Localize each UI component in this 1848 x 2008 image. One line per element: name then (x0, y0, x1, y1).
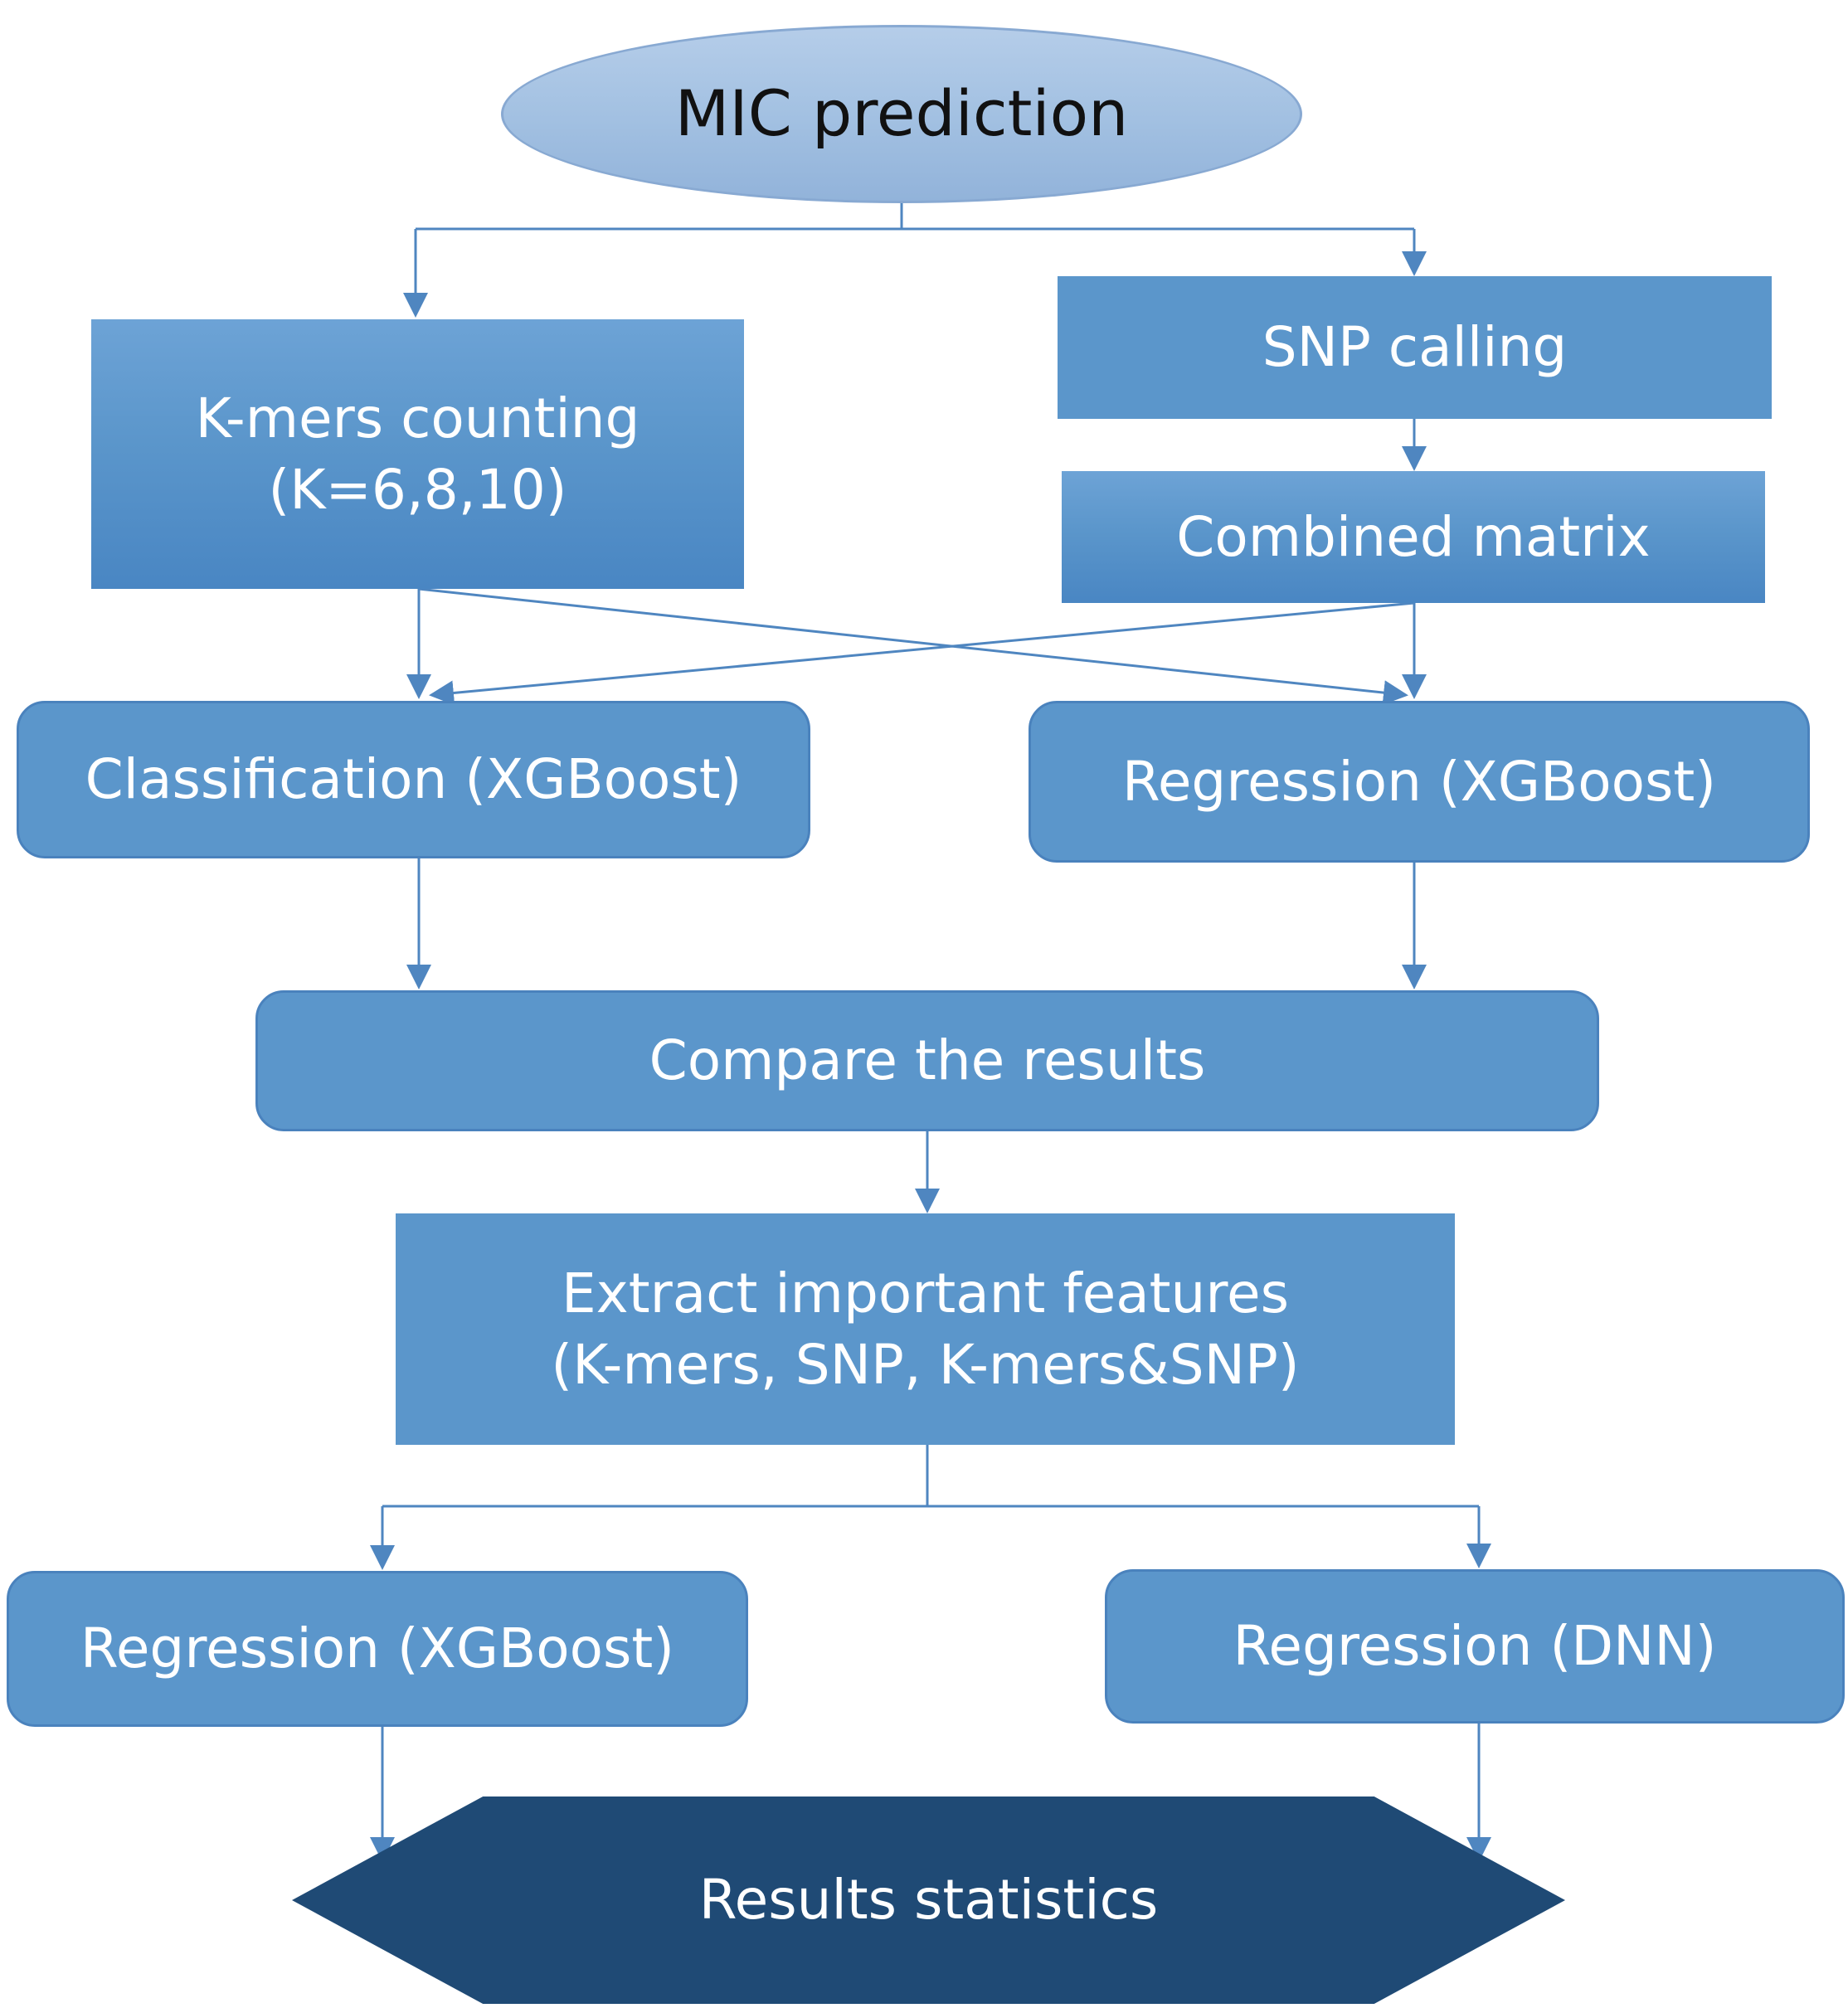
connector-mic-split (416, 203, 1414, 231)
snp-calling-node: SNP calling (1058, 276, 1772, 419)
classification-node: Classification (XGBoost) (17, 701, 810, 858)
regression-xgboost-bottom-node: Regression (XGBoost) (7, 1571, 748, 1727)
snp-calling-label: SNP calling (1262, 315, 1568, 380)
combined-matrix-label: Combined matrix (1176, 504, 1651, 569)
regression-dnn-label: Regression (DNN) (1233, 1614, 1717, 1679)
extract-features-node: Extract important features (K-mers, SNP,… (396, 1213, 1455, 1445)
kmers-counting-label: K-mers counting (195, 386, 640, 450)
classification-label: Classification (XGBoost) (85, 747, 742, 812)
results-statistics-node: Results statistics (292, 1797, 1565, 2004)
connector-extract-split (382, 1445, 1479, 1508)
mic-prediction-label: MIC prediction (674, 76, 1129, 151)
arrow-combined-to-classification (429, 601, 1415, 706)
compare-results-label: Compare the results (649, 1028, 1206, 1093)
regression-xgboost-bottom-label: Regression (XGBoost) (80, 1617, 675, 1681)
kmers-counting-k-values: (K=6,8,10) (268, 457, 567, 522)
results-statistics-label: Results statistics (698, 1868, 1159, 1933)
combined-matrix-node: Combined matrix (1062, 471, 1765, 603)
regression-dnn-node: Regression (DNN) (1105, 1569, 1845, 1724)
regression-xgboost-top-node: Regression (XGBoost) (1029, 701, 1810, 863)
extract-features-label: Extract important features (561, 1261, 1290, 1325)
kmers-counting-node: K-mers counting (K=6,8,10) (91, 319, 744, 589)
compare-results-node: Compare the results (255, 990, 1599, 1131)
regression-xgboost-top-label: Regression (XGBoost) (1121, 749, 1717, 814)
mic-prediction-node: MIC prediction (501, 25, 1302, 203)
extract-features-types: (K-mers, SNP, K-mers&SNP) (551, 1332, 1300, 1397)
arrow-kmers-to-regression (418, 587, 1408, 706)
